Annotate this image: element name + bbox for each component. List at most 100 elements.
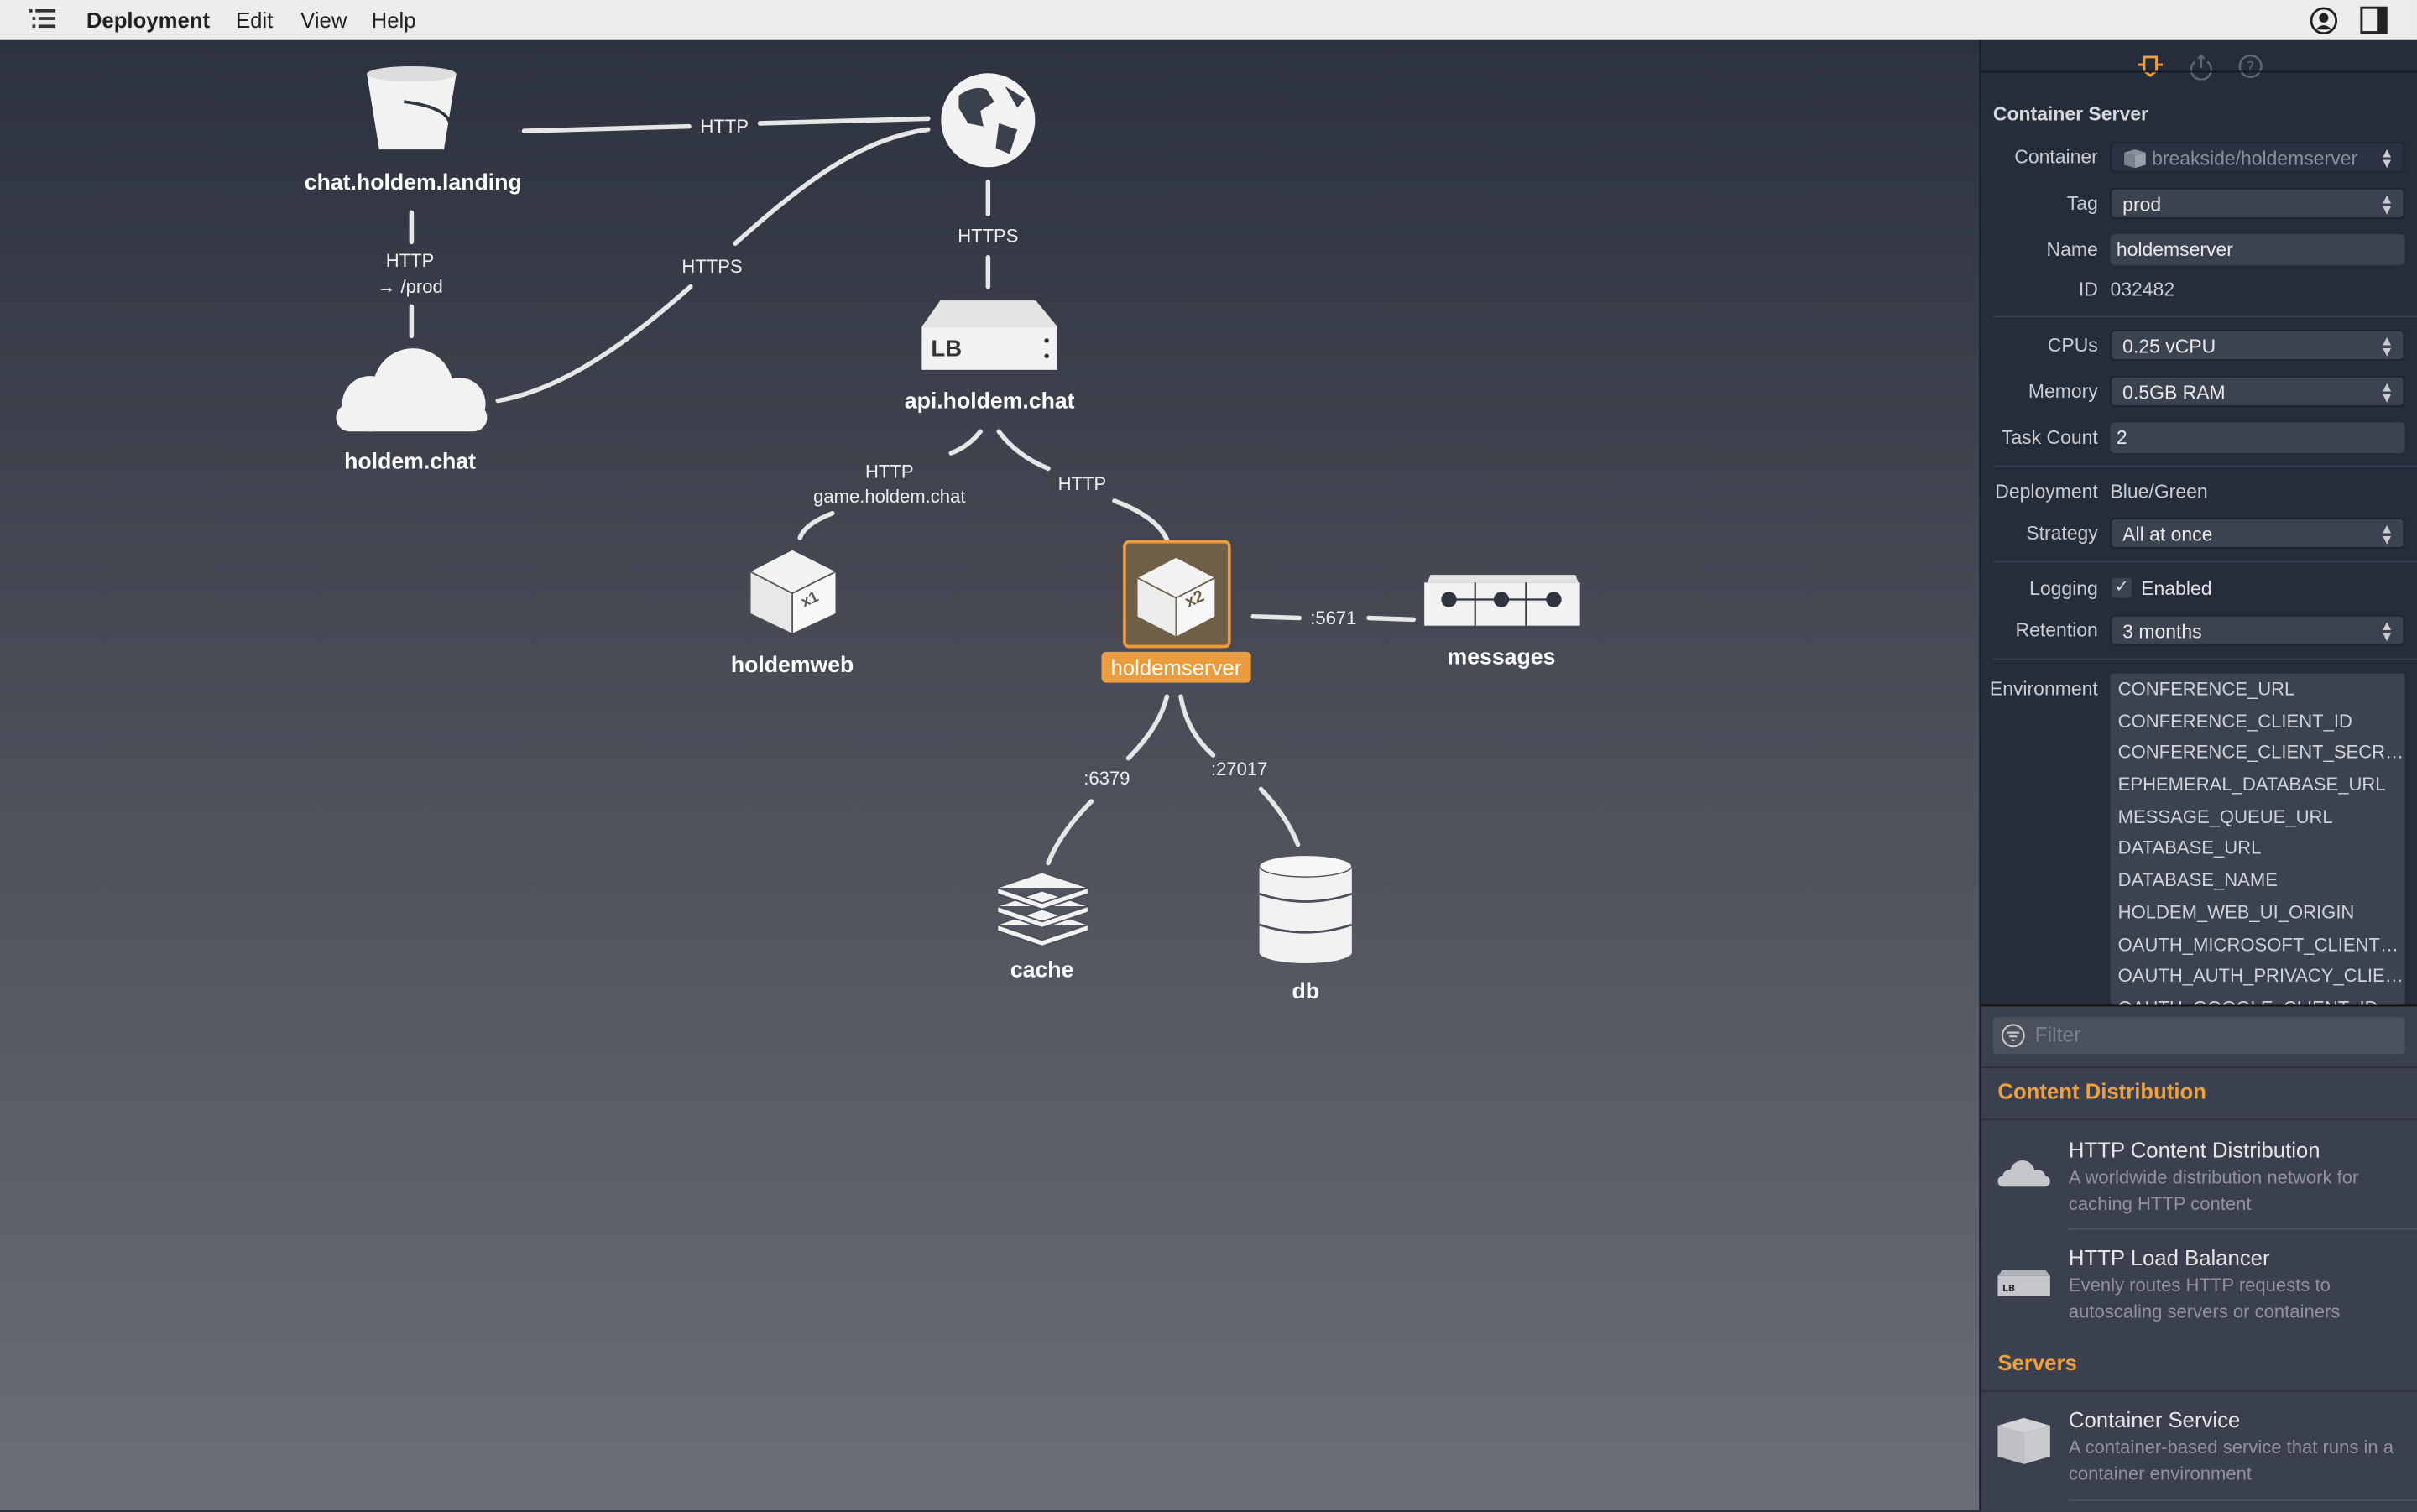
retention-select[interactable]: 3 months▲▼ (2110, 614, 2405, 646)
cloud-icon (1997, 1157, 2052, 1196)
stepper-arrows-icon: ▲▼ (2380, 332, 2394, 359)
cpus-value: 0.25 vCPU (2122, 336, 2216, 358)
strategy-select[interactable]: All at once ▲▼ (2110, 518, 2405, 549)
item-title: HTTP Load Balancer (2068, 1245, 2270, 1270)
menu-edit[interactable]: Edit (236, 8, 274, 33)
menu-help[interactable]: Help (371, 8, 416, 33)
name-label: Name (2046, 238, 2098, 261)
deployment-value: Blue/Green (2110, 481, 2208, 503)
list-icon[interactable] (29, 6, 57, 35)
edge-label: game.holdem.chat (813, 485, 966, 508)
environment-variable[interactable]: OAUTH_AUTH_PRIVACY_CLIENT_ID (2117, 965, 2405, 987)
cube-icon (1997, 1413, 2052, 1476)
memory-value: 0.5GB RAM (2122, 382, 2226, 404)
panel-title: Container Server (1992, 103, 2148, 125)
load-balancer-icon: LB (1997, 1269, 2052, 1307)
taskcount-label: Task Count (2001, 426, 2098, 449)
id-value: 032482 (2110, 279, 2175, 301)
cpus-select[interactable]: 0.25 vCPU ▲▼ (2110, 330, 2405, 361)
node-label-server[interactable]: holdemserver (1101, 651, 1251, 683)
filter-input[interactable]: Filter (1992, 1017, 2405, 1056)
memory-select[interactable]: 0.5GB RAM ▲▼ (2110, 376, 2405, 407)
filter-icon (2001, 1024, 2025, 1056)
environment-variable[interactable]: CONFERENCE_CLIENT_ID (2117, 710, 2352, 732)
menu-bar: Deployment Edit View Help (0, 0, 2417, 42)
library-panel: Filter Content Distribution HTTP Content… (1981, 1004, 2417, 1512)
bucket-icon (367, 65, 457, 150)
sidebar-toggle-icon[interactable] (2360, 6, 2388, 39)
node-label-lb[interactable]: api.holdem.chat (904, 389, 1075, 415)
node-label-web[interactable]: holdemweb (730, 653, 854, 679)
deployment-label: Deployment (1995, 481, 2098, 503)
stepper-arrows-icon: ▲▼ (2380, 520, 2394, 548)
lb-badge: LB (931, 336, 963, 362)
container-label: Container (2014, 146, 2098, 169)
item-description: A worldwide distribution network for cac… (2068, 1166, 2359, 1214)
edge-label: :6379 (1083, 767, 1130, 790)
environment-variable[interactable]: CONFERENCE_URL (2117, 678, 2295, 700)
environment-variable[interactable]: EPHEMERAL_DATABASE_URL (2117, 774, 2386, 795)
section-content-distribution: Content Distribution (1997, 1078, 2206, 1104)
edge-server-db (1178, 694, 1301, 847)
help-icon[interactable]: ? (2237, 52, 2264, 87)
filter-placeholder: Filter (2034, 1023, 2081, 1047)
edge-lb-web (797, 429, 983, 540)
inspector-panel: ? Container Server Container breakside/h… (1979, 39, 2417, 1512)
node-label-cdn[interactable]: holdem.chat (344, 450, 477, 475)
environment-list[interactable]: CONFERENCE_URL CONFERENCE_CLIENT_ID CONFER… (2110, 673, 2405, 1005)
node-label-messages[interactable]: messages (1447, 645, 1556, 670)
cpus-label: CPUs (2047, 334, 2098, 357)
environment-variable[interactable]: HOLDEM_WEB_UI_ORIGIN (2117, 901, 2355, 923)
container-icon (2122, 148, 2147, 179)
edge-label: HTTP (385, 249, 435, 272)
menu-app[interactable]: Deployment (86, 8, 211, 33)
edge-server-messages (1250, 613, 1417, 623)
user-icon[interactable] (2309, 6, 2338, 39)
node-label-cache[interactable]: cache (1010, 958, 1074, 983)
environment-variable[interactable]: MESSAGE_QUEUE_URL (2117, 806, 2333, 827)
environment-variable[interactable]: DATABASE_NAME (2117, 869, 2278, 891)
edge-label: :27017 (1211, 758, 1268, 780)
edges (409, 116, 1417, 866)
environment-label: Environment (1989, 678, 2098, 700)
edge-label: HTTP (1057, 472, 1107, 495)
stepper-arrows-icon: ▲▼ (2380, 190, 2394, 217)
selected-node-frame (1123, 540, 1231, 649)
cache-stack-icon (994, 871, 1091, 947)
environment-variable[interactable]: CONFERENCE_CLIENT_SECRET (2117, 742, 2405, 764)
edge-label: HTTPS (681, 255, 743, 278)
edge-label: HTTPS (958, 225, 1019, 247)
item-description: A container-based service that runs in a… (2068, 1436, 2394, 1483)
item-title: Container Service (2068, 1406, 2241, 1432)
load-balancer-icon (921, 300, 1057, 370)
container-select[interactable]: breakside/holdemserver▲▼ (2110, 141, 2405, 173)
deploy-icon[interactable] (2187, 52, 2215, 87)
menu-view[interactable]: View (300, 8, 347, 33)
stepper-arrows-icon: ▲▼ (2380, 378, 2394, 406)
retention-label: Retention (2015, 619, 2098, 642)
tag-label: Tag (2066, 192, 2098, 215)
edge-label: HTTP (700, 115, 749, 138)
environment-variable[interactable]: DATABASE_URL (2117, 837, 2262, 859)
edge-server-cache (1046, 694, 1170, 866)
container-value: breakside/holdemserver (2152, 148, 2358, 170)
memory-label: Memory (2028, 380, 2098, 403)
properties-icon[interactable] (2137, 52, 2164, 87)
taskcount-input[interactable]: 2 (2110, 422, 2405, 453)
tag-value: prod (2122, 194, 2162, 216)
environment-variable[interactable]: OAUTH_GOOGLE_CLIENT_ID (2110, 993, 2404, 1004)
environment-variable[interactable]: OAUTH_MICROSOFT_CLIENT_ID (2117, 933, 2405, 955)
globe-icon (939, 71, 1037, 169)
node-label-landing[interactable]: chat.holdem.landing (304, 170, 522, 196)
node-label-db[interactable]: db (1292, 980, 1319, 1005)
item-description: Evenly routes HTTP requests to autoscali… (2068, 1274, 2341, 1322)
name-input[interactable]: holdemserver (2110, 234, 2405, 265)
svg-text:LB: LB (2002, 1283, 2015, 1294)
strategy-label: Strategy (2026, 522, 2098, 545)
id-label: ID (2078, 279, 2098, 301)
cube-icon (750, 550, 836, 633)
strategy-value: All at once (2122, 524, 2213, 546)
logging-checkbox[interactable]: ✓ (2112, 577, 2132, 598)
diagram-canvas[interactable]: chat.holdem.landing holdem.chat LB api.h… (0, 39, 1980, 1510)
tag-select[interactable]: prod ▲▼ (2110, 188, 2405, 219)
